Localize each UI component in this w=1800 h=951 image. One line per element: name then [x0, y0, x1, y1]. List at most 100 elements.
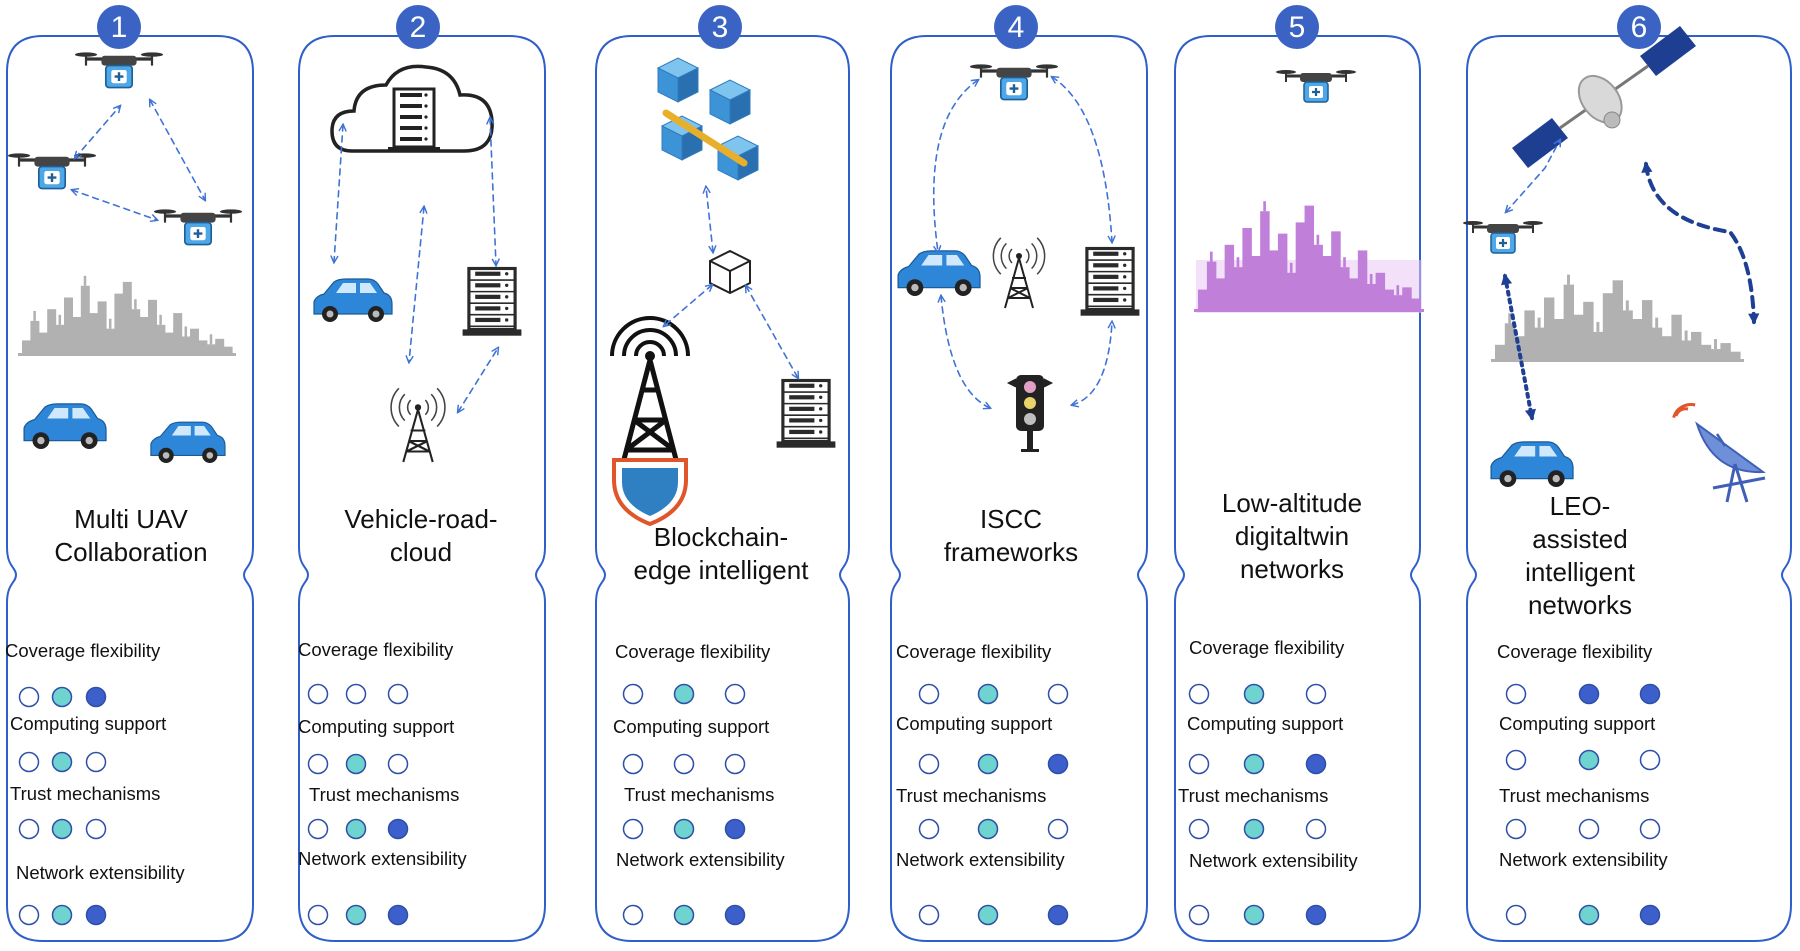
panel-1-network-label: Network extensibility [16, 862, 185, 883]
panel-2-metric-3-level-high [387, 818, 409, 840]
link-arrow [458, 348, 498, 412]
panel-4-number: 4 [1008, 11, 1025, 44]
drone-icon [970, 64, 1058, 101]
panel-4-metric-4-level-empty [918, 904, 940, 926]
panel-1-number: 1 [111, 11, 128, 44]
panel-3-metric-2-level-empty [622, 753, 644, 775]
panel-6-title: LEO- assisted intelligent networks [1525, 491, 1635, 620]
panel-4-metric-3-level-empty [918, 818, 940, 840]
panel-2-metric-3-level-empty [307, 818, 329, 840]
panel-6-metric-4-level-medium [1578, 904, 1600, 926]
panel-5-metric-1-level-empty [1305, 683, 1327, 705]
car-icon [1490, 441, 1574, 487]
drone-icon [75, 52, 163, 89]
panel-2-metric-1-level-empty [387, 683, 409, 705]
link-arrow [1052, 77, 1112, 242]
panel-5-metric-3-level-empty [1305, 818, 1327, 840]
panel-5-trust-label: Trust mechanisms [1178, 785, 1329, 806]
link-arrow [932, 80, 978, 252]
panel-3-metric-4-level-high [724, 904, 746, 926]
link-arrow [150, 100, 205, 200]
panel-4-metric-2-level-medium [977, 753, 999, 775]
panel-6-metric-1-level-high [1578, 683, 1600, 705]
car-icon [23, 403, 107, 449]
panel-1-metric-4-level-high [85, 904, 107, 926]
panel-2-title: Vehicle-road- cloud [344, 504, 498, 567]
panel-4-frame [890, 35, 1148, 942]
link-arrow [75, 106, 120, 158]
panel-6-network-label: Network extensibility [1499, 849, 1668, 870]
panel-4-metric-4-level-medium [977, 904, 999, 926]
panel-3-metric-3-level-medium [673, 818, 695, 840]
panel-5-computing-label: Computing support [1187, 713, 1344, 734]
city-skyline-icon [18, 275, 236, 356]
server-rack-icon [776, 378, 836, 448]
link-arrow [334, 125, 343, 262]
panel-3-computing-label: Computing support [613, 716, 770, 737]
panel-6-number-badge [1617, 5, 1661, 49]
panel-3-metric-4-level-medium [673, 904, 695, 926]
panel-1-number-badge [97, 5, 141, 49]
panel-3-metric-2-level-empty [724, 753, 746, 775]
drone-icon [1463, 221, 1543, 254]
panel-1-frame [6, 35, 254, 942]
panel-6-metric-2-level-medium [1578, 749, 1600, 771]
link-arrow [1072, 322, 1112, 405]
panel-2-frame [298, 35, 546, 942]
panel-6-metric-4-level-empty [1505, 904, 1527, 926]
link-arrow [490, 118, 496, 265]
panel-2-metric-2-level-medium [345, 753, 367, 775]
panel-1-metric-1-level-empty [18, 686, 40, 708]
panel-3-metric-3-level-high [724, 818, 746, 840]
panel-6-metric-3-level-empty [1578, 818, 1600, 840]
panel-6-metric-1-level-empty [1505, 683, 1527, 705]
blockchain-icon [656, 57, 760, 181]
ground-link-arrow [1501, 273, 1536, 421]
panel-2-metric-4-level-medium [345, 904, 367, 926]
panel-2-metric-1-level-empty [345, 683, 367, 705]
link-arrow [409, 207, 424, 362]
panel-4-number-badge [994, 5, 1038, 49]
panel-4-network-label: Network extensibility [896, 849, 1065, 870]
panel-6-metric-3-level-empty [1639, 818, 1661, 840]
panel-5-frame [1174, 35, 1421, 942]
drone-icon [1276, 70, 1356, 103]
panel-6-coverage-label: Coverage flexibility [1497, 641, 1653, 662]
link-arrow [664, 285, 712, 326]
panel-5-number: 5 [1289, 11, 1306, 44]
satellite-icon [1512, 26, 1696, 168]
panel-3-metric-1-level-medium [673, 683, 695, 705]
panel-3-trust-label: Trust mechanisms [624, 784, 775, 805]
panel-5-metric-4-level-medium [1243, 904, 1265, 926]
panel-4-metric-1-level-medium [977, 683, 999, 705]
panel-5-number-badge [1275, 5, 1319, 49]
panel-4-metric-4-level-high [1047, 904, 1069, 926]
panel-1-title: Multi UAV Collaboration [54, 504, 208, 567]
panel-4-trust-label: Trust mechanisms [896, 785, 1047, 806]
panel-2-metric-2-level-empty [307, 753, 329, 775]
panel-3-metric-3-level-empty [622, 818, 644, 840]
panel-2-network-label: Network extensibility [298, 848, 467, 869]
panel-6-frame [1466, 35, 1792, 942]
panel-5-metric-3-level-medium [1243, 818, 1265, 840]
panel-2-metric-4-level-empty [307, 904, 329, 926]
panel-1-metric-4-level-empty [18, 904, 40, 926]
traffic-light-icon [1006, 375, 1054, 452]
panel-3-coverage-label: Coverage flexibility [615, 641, 771, 662]
panel-3-network-label: Network extensibility [616, 849, 785, 870]
panel-1-metric-1-level-medium [51, 686, 73, 708]
link-arrow [1506, 140, 1560, 212]
panel-5-metric-4-level-empty [1188, 904, 1210, 926]
panel-5-metric-3-level-empty [1188, 818, 1210, 840]
panel-4-metric-3-level-medium [977, 818, 999, 840]
panel-5-metric-4-level-high [1305, 904, 1327, 926]
panel-1-metric-2-level-empty [18, 751, 40, 773]
panel-5-network-label: Network extensibility [1189, 850, 1358, 871]
panel-2-trust-label: Trust mechanisms [309, 784, 460, 805]
panel-4-metric-2-level-empty [918, 753, 940, 775]
panel-3-metric-4-level-empty [622, 904, 644, 926]
panel-6-trust-label: Trust mechanisms [1499, 785, 1650, 806]
panel-1-metric-3-level-empty [85, 818, 107, 840]
